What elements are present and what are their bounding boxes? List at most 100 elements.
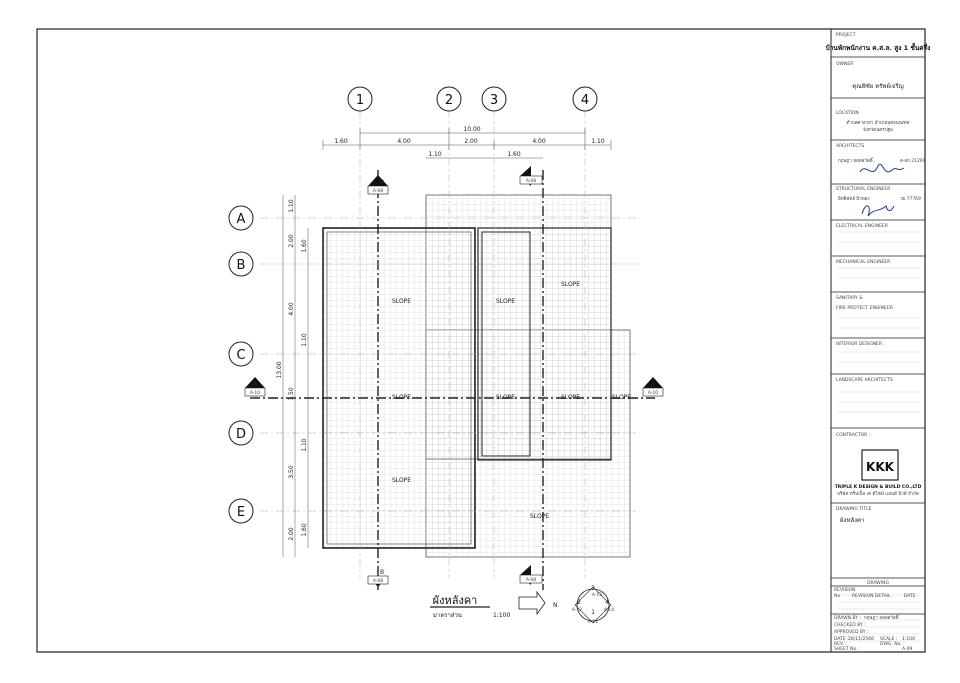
drawing-header: DRAWING: [867, 580, 889, 586]
north-arrow-icon: N: [518, 590, 558, 616]
grid-column-bubble: 4: [572, 86, 598, 112]
dim-inner: 1.10: [301, 438, 308, 452]
north-label: N: [553, 602, 558, 609]
sheet-label: SHEET No. :: [834, 646, 861, 652]
grid-row-label: A: [237, 212, 246, 227]
section-letter: C: [527, 169, 531, 176]
slope-label: SLOPE: [612, 394, 631, 401]
contractor-name: TRIPLE K DESIGN & BUILD CO.,LTD: [835, 484, 922, 490]
dim-outer: 2.00: [288, 527, 295, 541]
dim-outer: 3.50: [288, 387, 295, 401]
roof-plane-main-inner: [326, 231, 472, 545]
dim-segment: 1.10: [591, 138, 605, 145]
grid-row-label: E: [237, 505, 245, 520]
compass-sheet: A-14: [604, 607, 614, 613]
project-name: บ้านพักพนักงาน ค.ส.ล. สูง 1 ชั้นครึ่ง: [826, 42, 931, 53]
compass-sheet: A-12: [572, 607, 582, 613]
architects-header: ARCHITECTS: [836, 143, 864, 149]
location-header: LOCATION: [836, 110, 859, 116]
dim-inner: 1.10: [301, 333, 308, 347]
roof-plane-main: [322, 227, 476, 549]
compass-sheet: A-11: [588, 619, 598, 625]
titleblock: PROJECT บ้านพักพนักงาน ค.ส.ล. สูง 1 ชั้น…: [826, 32, 931, 652]
grid-column-bubble: 1: [347, 86, 373, 112]
section-marker-a-right: A A-10: [642, 377, 664, 397]
grid-row-bubble: D: [228, 420, 254, 446]
rev-col-detail: REVISION DETAIL: [852, 593, 891, 599]
dim-inner: 1.60: [301, 523, 308, 537]
sanitary-header-1: SANITARY &: [836, 295, 863, 301]
electrical-header: ELECTRICAL ENGINEER: [836, 223, 888, 229]
compass-label: 3: [591, 585, 595, 592]
dim-overall-width: 10.00: [463, 126, 480, 133]
rev-col-date: DATE: [904, 593, 916, 599]
location-line2: จังหวัดนครปฐม: [863, 127, 893, 133]
section-letter: B: [380, 179, 384, 186]
structural-signature-icon: [861, 205, 895, 217]
roof-plan: 1 2 3 4 A B C D: [228, 86, 664, 625]
sheet-border: [36, 28, 926, 653]
contractor-header: CONTRACTOR :: [836, 432, 870, 438]
slope-label: SLOPE: [561, 281, 580, 288]
roof-plane-right-inner: [477, 227, 612, 461]
slope-label: SLOPE: [392, 394, 411, 401]
compass-label: 4: [605, 599, 609, 606]
scale-label: SCALE :: [880, 636, 897, 642]
section-marker-b-bottom: B A-08: [367, 569, 389, 587]
structural-name: อิทธิพัทธ์ ผิวทอง: [838, 195, 870, 202]
slope-label: SLOPE: [561, 394, 580, 401]
architect-name: กฤษฎา ยอดสวัสดิ์: [838, 156, 874, 164]
section-sheet: A-10: [250, 390, 260, 396]
grid-row-bubble: B: [228, 251, 254, 277]
structural-header: STRUCTURAL ENGINEER: [836, 186, 890, 192]
dim-outer: 4.00: [288, 302, 295, 316]
dim-segment: 2.00: [464, 138, 478, 145]
section-letter: A: [253, 381, 258, 388]
mechanical-header: MECHANICAL ENGINEER: [836, 259, 890, 265]
sheet-value: A-09: [902, 646, 912, 652]
slope-label: SLOPE: [496, 298, 515, 305]
grid-row-label: C: [236, 348, 245, 363]
dim-outer: 3.50: [288, 465, 295, 479]
drawing-title: ผังหลังคา: [840, 517, 864, 524]
section-letter: B: [380, 569, 384, 576]
compass-label: 1: [591, 609, 595, 616]
dim-inner: 1.60: [301, 239, 308, 253]
drawn-by-label: DRAWN BY :: [834, 615, 861, 621]
compass-label: 2: [577, 599, 581, 606]
grid-row-bubble: E: [228, 498, 254, 524]
grid-col-label: 2: [445, 93, 453, 108]
revision-header: REVISION: [834, 587, 855, 593]
contractor-sub: บริษัท ทริปเปิ้ล เค ดีไซน์ แอนด์ บิวด์ จ…: [837, 490, 919, 497]
contractor-logo-text: KKK: [866, 460, 895, 474]
grid-row-bubble: A: [228, 205, 254, 231]
sanitary-header-2: FIRE PROTECT ENGINEER: [836, 305, 893, 311]
grid-col-label: 1: [356, 93, 364, 108]
dim-sub: 1.10: [428, 151, 442, 158]
slope-label: SLOPE: [392, 298, 411, 305]
section-sheet: A-08: [526, 178, 536, 184]
checked-by-label: CHECKED BY :: [834, 622, 866, 628]
project-header: PROJECT: [836, 32, 856, 38]
structural-license: วย 77769: [900, 196, 921, 202]
grid-row-bubble: C: [228, 341, 254, 367]
rev-col-no: No.: [834, 593, 841, 599]
owner-header: OWNER: [836, 61, 853, 67]
grid-col-label: 3: [490, 93, 498, 108]
section-letter: A: [651, 381, 656, 388]
landscape-header: LANDSCAPE ARCHITECTS: [836, 377, 893, 383]
drawn-by-value: กฤษฎา ยอดสวัสดิ์: [864, 613, 900, 621]
roof-plane-inner-box: [481, 231, 531, 457]
section-marker-c-bottom: C A-08: [519, 565, 543, 585]
section-marker-a-left: A A-10: [244, 377, 266, 397]
dim-segment: 4.00: [397, 138, 411, 145]
dwg-no-label: DWG. No. :: [880, 641, 905, 647]
approved-by-label: APPROVED BY :: [834, 629, 868, 635]
dim-outer: 2.00: [288, 234, 295, 248]
plan-title: ผังหลังคา: [433, 594, 478, 607]
date-value: 28/11/2566: [848, 636, 874, 642]
grid-row-label: B: [237, 258, 246, 273]
top-dimensions: [322, 128, 612, 159]
slope-label: SLOPE: [496, 394, 515, 401]
